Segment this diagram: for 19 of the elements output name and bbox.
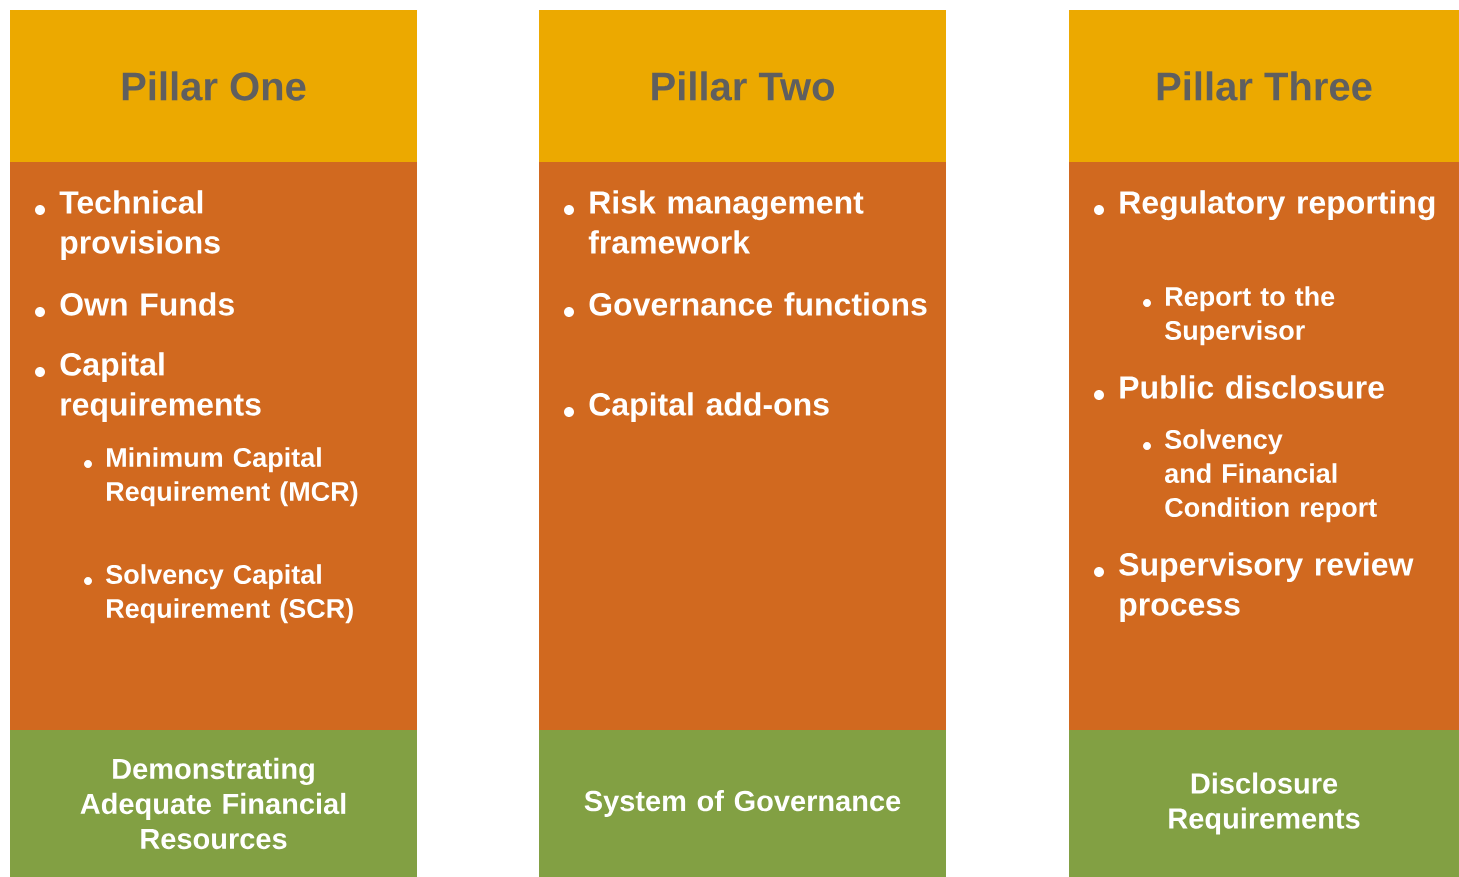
bullet-item: Risk management framework [564,190,864,254]
pillar-base: System of Governance [539,730,946,877]
bullet-item: Technical provisions [35,190,220,260]
bullet-item: Regulatory reporting [1094,190,1435,221]
sub-bullet-item: Minimum Capital Requirement (MCR) [84,447,358,507]
pillar-base: Demonstrating Adequate Financial Resources [10,730,417,877]
pillar-header: Pillar Two [539,10,946,162]
bullet-item: Capital requirements [35,352,261,422]
pillar-header: Pillar Three [1069,10,1459,162]
sub-bullet-item: Report to the Supervisor [1143,286,1335,346]
pillar-header: Pillar One [10,10,417,162]
bullet-item: Own Funds [35,292,234,317]
sub-bullet-item: Solvency Capital Requirement (SCR) [84,564,353,624]
pillar-base: Disclosure Requirements [1069,730,1459,877]
sub-bullet-item: Solvency and Financial Condition report [1143,429,1377,523]
bullet-item: Supervisory review process [1094,552,1414,622]
bullet-item: Public disclosure [1094,375,1384,400]
bullet-item: Capital add-ons [564,392,829,422]
bullet-item: Governance functions [564,292,927,317]
